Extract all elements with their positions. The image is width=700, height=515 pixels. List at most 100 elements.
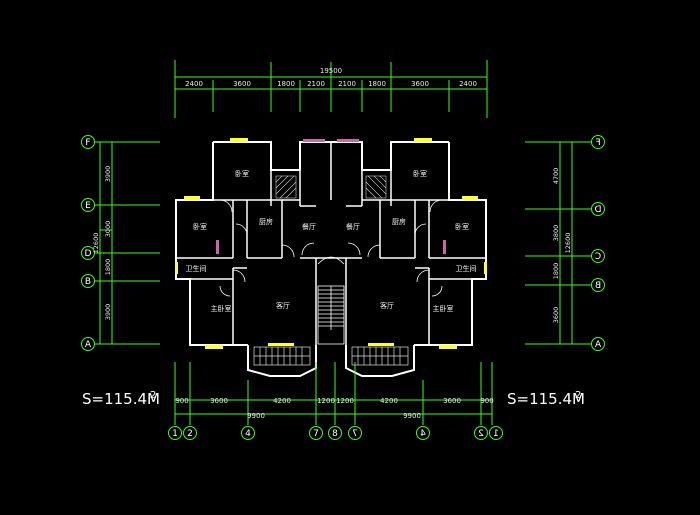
room-bedroom-right-small: 卧室: [455, 222, 469, 231]
room-living-right: 客厅: [380, 301, 394, 310]
axis-label-left-D: D: [85, 249, 92, 259]
right-axis-markers: F D C B A: [591, 135, 605, 351]
axis-label-bottom-8: 8: [332, 429, 338, 439]
top-dim-6: 1800: [368, 80, 386, 88]
right-dim-3: 1800: [552, 263, 560, 280]
axis-marker-left-B: [81, 274, 95, 288]
axis-label-right-B: B: [595, 281, 601, 291]
left-dim-3: 1800: [104, 259, 112, 276]
axis-marker-right-F: [591, 135, 605, 149]
right-dimension-labels: 4700 3800 1800 3600 12600: [552, 168, 572, 324]
axis-label-right-A: A: [594, 340, 601, 350]
top-total-dimension: 19500: [320, 67, 342, 75]
room-master-bedroom-left: 主卧室: [211, 304, 232, 313]
door-swings: [219, 199, 443, 297]
room-kitchen-right: 厨房: [392, 217, 406, 226]
room-dining-right: 餐厅: [346, 222, 360, 231]
area-text-left: S=115.4M: [82, 390, 160, 408]
windows: [175, 138, 487, 349]
axis-label-bottom-1: 1: [172, 429, 178, 439]
axis-marker-left-E: [81, 198, 95, 212]
area-text-right: S=115.4M: [507, 390, 585, 408]
bottom-total-left: 9900: [247, 412, 265, 420]
axis-marker-left-D: [81, 246, 95, 260]
room-dining-left: 餐厅: [302, 222, 316, 231]
left-axis-lines: [95, 141, 160, 345]
room-bedroom-right-top: 卧室: [413, 169, 427, 178]
balcony-railings: [253, 346, 409, 366]
left-dim-4: 3900: [104, 304, 112, 321]
duct-hatching: [275, 175, 387, 199]
right-dim-1: 4700: [552, 168, 560, 185]
staircase: [317, 256, 345, 345]
left-total-dim: 12600: [92, 233, 100, 254]
axis-marker-bottom-8: [328, 426, 342, 440]
window-frames: [216, 139, 446, 254]
room-bathroom-right: 卫生间: [456, 264, 477, 273]
top-dim-1: 2400: [185, 80, 203, 88]
axis-marker-right-D: [591, 202, 605, 216]
axis-label-left-B: B: [85, 277, 91, 287]
axis-label-bottom-4: 4: [245, 429, 251, 439]
left-dimension-labels: 3900 3000 1800 3900 12600: [92, 166, 112, 321]
axis-label-right-C: C: [595, 252, 601, 262]
axis-marker-bottom-7: [309, 426, 323, 440]
axis-marker-bottom-1: [168, 426, 182, 440]
top-dim-5: 2100: [338, 80, 356, 88]
bottom-dim-8: 900: [480, 397, 493, 405]
axis-marker-bottom-2-mirror: [474, 426, 488, 440]
interior-walls: [176, 142, 486, 345]
left-dim-1: 3900: [104, 166, 112, 183]
room-kitchen-left: 厨房: [259, 217, 273, 226]
top-segment-labels: 2400 3600 1800 2100 2100 1800 3600 2400: [185, 80, 477, 88]
axis-label-bottom-7-mirror: 7: [352, 429, 358, 439]
axis-marker-left-F: [81, 135, 95, 149]
axis-marker-bottom-1-mirror: [489, 426, 503, 440]
room-living-left: 客厅: [276, 301, 290, 310]
axis-label-bottom-2: 2: [187, 429, 193, 439]
axis-label-bottom-4-mirror: 4: [420, 429, 426, 439]
top-dim-7: 3600: [411, 80, 429, 88]
bottom-dim-5: 1200: [336, 397, 354, 405]
right-dim-4: 3600: [552, 307, 560, 324]
bottom-dim-1: 900: [175, 397, 188, 405]
left-dim-2: 3000: [104, 221, 112, 238]
top-dim-3: 1800: [277, 80, 295, 88]
area-sup-left: 2: [150, 390, 156, 401]
axis-label-left-F: F: [85, 138, 90, 148]
axis-marker-bottom-4: [241, 426, 255, 440]
top-dim-8: 2400: [459, 80, 477, 88]
area-label-right: S=115.4M 2: [507, 390, 585, 408]
bottom-dim-4: 1200: [317, 397, 335, 405]
room-bedroom-left-top: 卧室: [235, 169, 249, 178]
axis-label-right-F: F: [595, 138, 600, 148]
bottom-dim-6: 4200: [380, 397, 398, 405]
room-master-bedroom-right: 主卧室: [433, 304, 454, 313]
area-label-left: S=115.4M 2: [82, 390, 160, 408]
axis-marker-left-A: [81, 337, 95, 351]
area-sup-right: 2: [575, 390, 581, 401]
axis-label-bottom-7: 7: [313, 429, 319, 439]
axis-label-bottom-1-mirror: 1: [493, 429, 499, 439]
axis-label-bottom-2-mirror: 2: [478, 429, 484, 439]
axis-marker-bottom-7-mirror: [348, 426, 362, 440]
axis-label-left-E: E: [85, 201, 91, 211]
axis-label-left-A: A: [85, 340, 92, 350]
bottom-dim-7: 3600: [443, 397, 461, 405]
axis-marker-right-A: [591, 337, 605, 351]
left-axis-markers: F E D B A: [81, 135, 95, 351]
bottom-total-right: 9900: [403, 412, 421, 420]
room-bedroom-left-small: 卧室: [193, 222, 207, 231]
axis-marker-right-B: [591, 278, 605, 292]
top-dim-4: 2100: [307, 80, 325, 88]
room-bathroom-left: 卫生间: [186, 264, 207, 273]
bottom-segment-labels: 900 3600 4200 1200 1200 4200 3600 900 99…: [175, 397, 493, 420]
axis-marker-bottom-2: [183, 426, 197, 440]
bottom-dim-2: 3600: [210, 397, 228, 405]
axis-marker-right-C: [591, 249, 605, 263]
axis-marker-bottom-4-mirror: [416, 426, 430, 440]
bottom-axis-markers: 1 2 4 7 8 7 4 2 1: [168, 426, 503, 440]
bottom-dimension-chain: [174, 362, 493, 425]
right-dim-2: 3800: [552, 225, 560, 242]
